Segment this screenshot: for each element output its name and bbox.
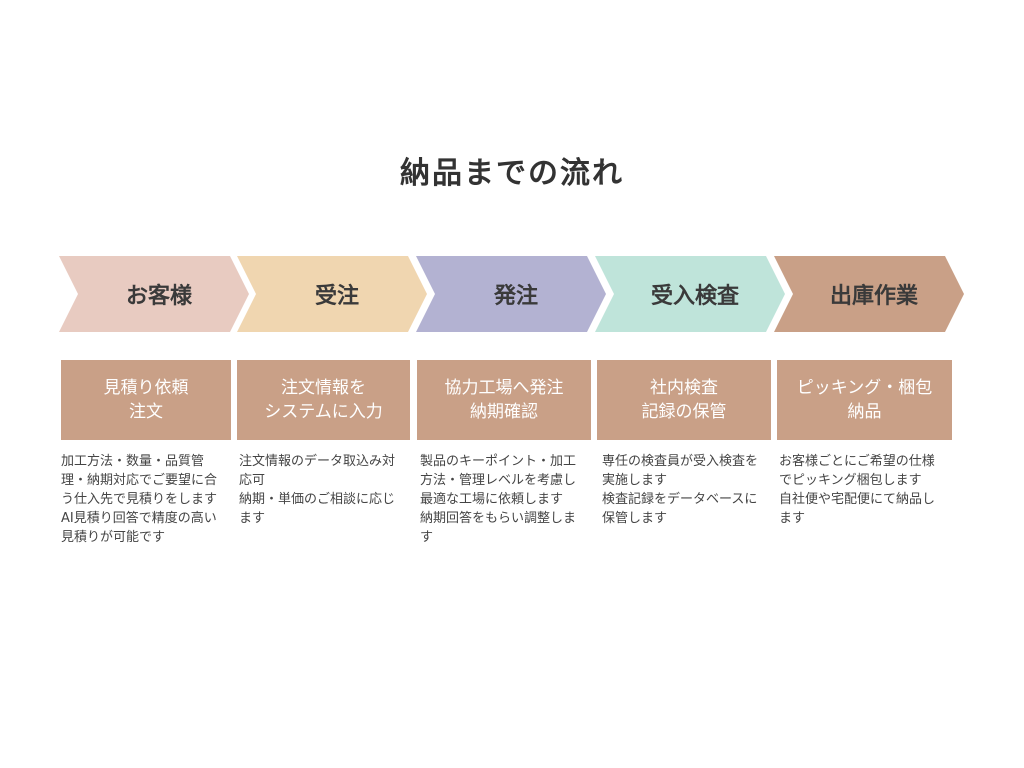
- step-arrow-3: 発注: [416, 256, 606, 332]
- description-text: 納期回答をもらい調整します: [420, 511, 577, 545]
- step-description-1: 加工方法・数量・品質管理・納期対応でご要望に合う仕入先で見積りをします AI見積…: [61, 452, 227, 547]
- step-label-order-placed: 発注: [493, 284, 538, 309]
- description-text: 専任の検査員が受入検査を実施します: [602, 454, 759, 488]
- box-line: ピッキング・梱包: [796, 378, 933, 398]
- description-text: お客様ごとにご希望の仕様でピッキング梱包します: [779, 454, 935, 488]
- description-text: 自社便や宅配便にて納品します: [779, 492, 936, 526]
- box-line: 納期確認: [470, 402, 538, 422]
- step-arrow-5: 出庫作業: [774, 256, 964, 332]
- box-line: システムに入力: [264, 402, 383, 422]
- step-box-5: ピッキング・梱包 納品: [777, 360, 952, 440]
- description-text: 注文情報のデータ取込み対応可: [239, 454, 396, 488]
- step-box-1: 見積り依頼 注文: [61, 360, 231, 440]
- step-arrow-4: 受入検査: [595, 256, 785, 332]
- step-arrows: お客様 受注 発注 受入検査 出庫作業: [0, 256, 1024, 332]
- box-line: 注文情報を: [281, 378, 366, 398]
- box-line: 注文: [129, 402, 163, 422]
- step-box-2: 注文情報を システムに入力: [237, 360, 410, 440]
- step-boxes: 見積り依頼 注文 注文情報を システムに入力 協力工場へ発注 納期確認 社内検査…: [0, 360, 1024, 440]
- step-description-2: 注文情報のデータ取込み対応可 納期・単価のご相談に応じます: [239, 452, 405, 528]
- step-label-order-received: 受注: [314, 284, 359, 309]
- step-description-5: お客様ごとにご希望の仕様でピッキング梱包します 自社便や宅配便にて納品します: [779, 452, 945, 528]
- step-label-customer: お客様: [125, 284, 192, 309]
- box-line: 納品: [847, 402, 882, 422]
- step-label-inspection: 受入検査: [650, 284, 739, 309]
- step-box-3: 協力工場へ発注 納期確認: [417, 360, 591, 440]
- description-text: 製品のキーポイント・加工方法・管理レベルを考慮し最適な工場に依頼します: [420, 454, 577, 507]
- step-description-3: 製品のキーポイント・加工方法・管理レベルを考慮し最適な工場に依頼します 納期回答…: [420, 452, 586, 547]
- page-title: 納品までの流れ: [400, 156, 624, 191]
- box-line: 記録の保管: [641, 402, 727, 422]
- step-label-shipping: 出庫作業: [829, 284, 918, 309]
- box-line: 協力工場へ発注: [444, 378, 564, 398]
- description-text: 検査記録をデータベースに保管します: [602, 492, 758, 526]
- step-arrow-1: お客様: [59, 256, 249, 332]
- step-description-4: 専任の検査員が受入検査を実施します 検査記録をデータベースに保管します: [602, 452, 768, 528]
- box-line: 社内検査: [650, 378, 718, 398]
- description-text: AI見積り回答で精度の高い見積りが可能です: [61, 511, 217, 545]
- step-box-4: 社内検査 記録の保管: [597, 360, 771, 440]
- box-line: 見積り依頼: [103, 378, 189, 398]
- step-arrow-2: 受注: [237, 256, 427, 332]
- description-text: 加工方法・数量・品質管理・納期対応でご要望に合う仕入先で見積りをします: [61, 454, 218, 507]
- description-text: 納期・単価のご相談に応じます: [239, 492, 396, 526]
